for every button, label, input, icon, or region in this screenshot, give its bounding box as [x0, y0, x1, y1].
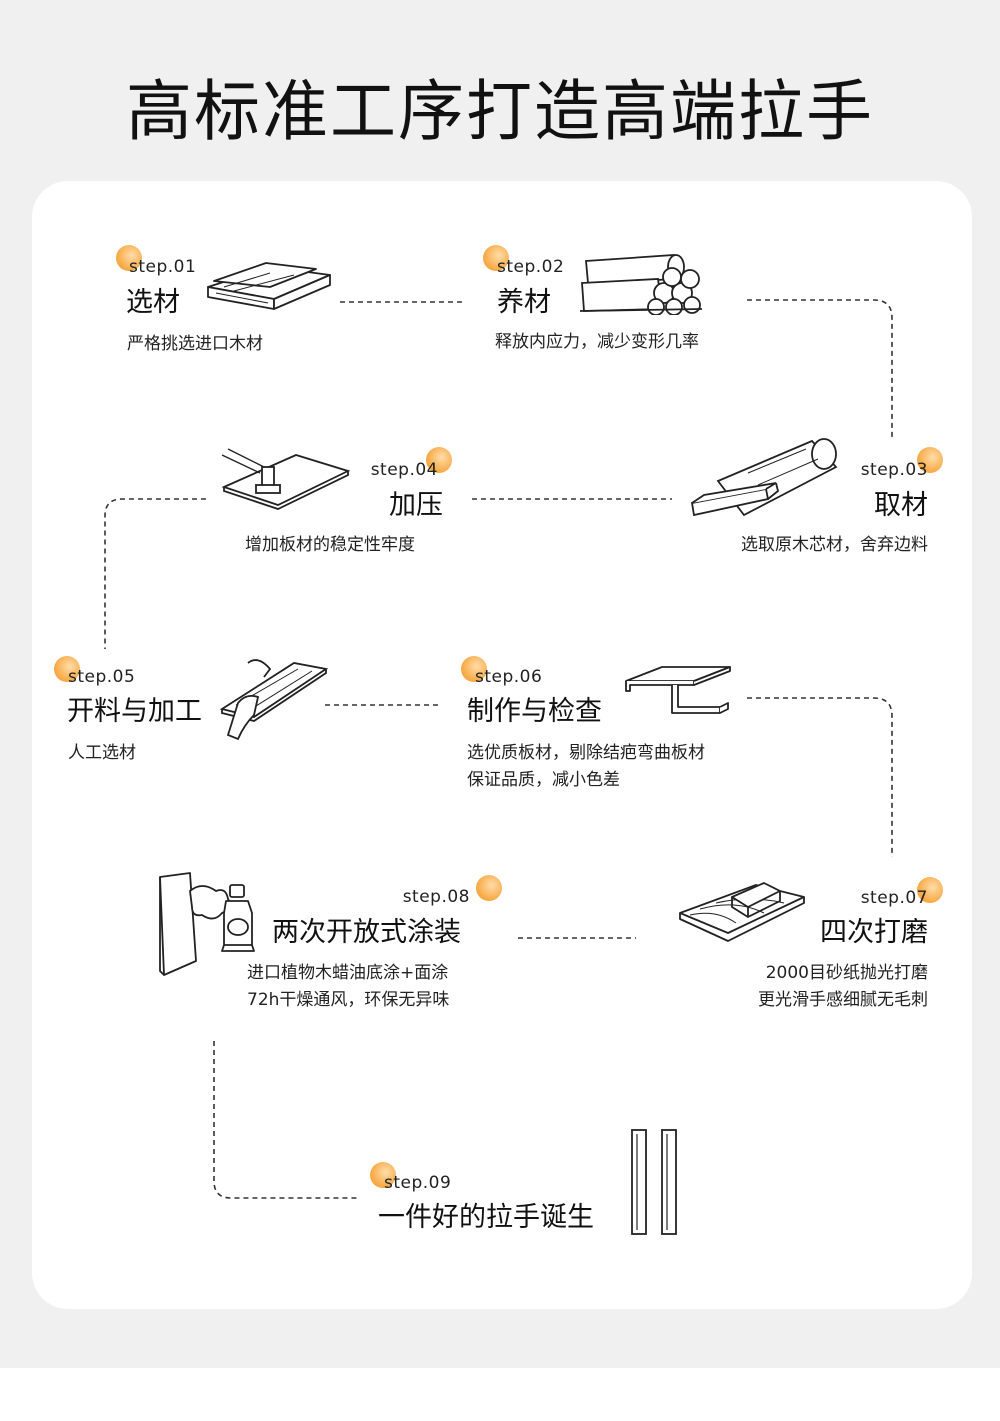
step-04-number: step.04 — [370, 460, 438, 480]
step-08-desc-1: 进口植物木蜡油底涂+面涂 — [247, 963, 449, 983]
step-06-desc-1: 选优质板材，剔除结疤弯曲板材 — [467, 743, 705, 763]
step-01-marker — [116, 245, 142, 271]
step-07-desc-1: 2000目砂纸抛光打磨 — [765, 963, 928, 983]
spray-can-icon — [154, 871, 266, 979]
handle-profile-icon — [622, 663, 734, 721]
step-06-number: step.06 — [475, 667, 543, 687]
step-09-marker — [370, 1162, 396, 1188]
step-06-name: 制作与检查 — [467, 696, 602, 727]
step-08-name: 两次开放式涂装 — [272, 917, 461, 948]
step-06-desc-2: 保证品质，减小色差 — [467, 770, 620, 790]
step-08-number: step.08 — [402, 887, 470, 907]
step-03-marker — [917, 447, 943, 473]
step-07-number: step.07 — [860, 888, 928, 908]
step-08-desc-2: 72h干燥通风，环保无异味 — [247, 990, 450, 1010]
step-03-number: step.03 — [860, 460, 928, 480]
page-title: 高标准工序打造高端拉手 — [126, 73, 874, 150]
step-02-marker — [483, 245, 509, 271]
finished-handles-icon — [628, 1126, 680, 1238]
step-09-name: 一件好的拉手诞生 — [378, 1202, 594, 1233]
step-03-desc: 选取原木芯材，舍弃边料 — [741, 535, 928, 555]
step-01-desc: 严格挑选进口木材 — [127, 334, 263, 354]
log-pile-icon — [578, 249, 706, 315]
hand-board-icon — [218, 655, 330, 741]
log-cut-icon — [688, 437, 840, 525]
sanding-block-icon — [676, 869, 808, 953]
step-02-number: step.02 — [497, 257, 565, 277]
step-01-name: 选材 — [126, 287, 180, 318]
step-04-desc: 增加板材的稳定性牢度 — [245, 535, 415, 555]
step-06-marker — [461, 656, 487, 682]
step-05-marker — [54, 656, 80, 682]
step-05-name: 开料与加工 — [67, 696, 202, 727]
press-icon — [220, 447, 352, 513]
step-04-name: 加压 — [389, 490, 443, 521]
process-connectors — [104, 299, 893, 1199]
step-04-marker — [426, 447, 452, 473]
step-08-marker — [476, 875, 502, 901]
step-09-number: step.09 — [384, 1173, 452, 1193]
step-01-number: step.01 — [129, 257, 197, 277]
wood-planks-icon — [204, 257, 334, 315]
step-07-desc-2: 更光滑手感细腻无毛刺 — [758, 990, 928, 1010]
step-02-desc: 释放内应力，减少变形几率 — [495, 332, 699, 352]
step-02-name: 养材 — [497, 287, 551, 318]
step-03-name: 取材 — [874, 490, 928, 521]
step-05-desc: 人工选材 — [68, 743, 136, 763]
step-07-name: 四次打磨 — [820, 917, 928, 948]
step-07-marker — [917, 877, 943, 903]
process-card: step.01 选材 严格挑选进口木材 step.02 养材 释放内应力，减少变… — [32, 181, 972, 1309]
step-05-number: step.05 — [68, 667, 136, 687]
